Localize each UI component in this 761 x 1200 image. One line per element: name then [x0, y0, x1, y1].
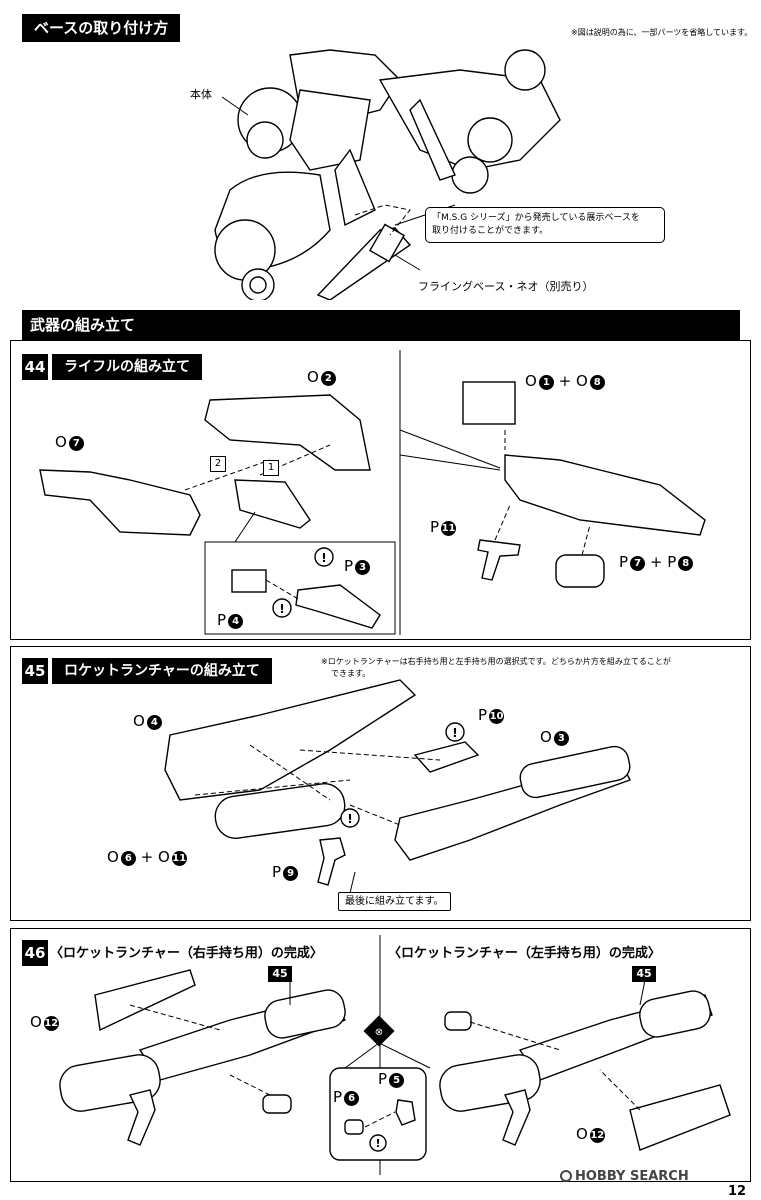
weapons-section-header: 武器の組み立て — [22, 310, 740, 340]
svg-text:!: ! — [347, 812, 352, 826]
part-tag-45-b: 45 — [632, 966, 656, 982]
svg-text:⊗: ⊗ — [375, 1027, 383, 1038]
step44-order-2: 2 — [210, 456, 226, 472]
step45-frame — [10, 646, 751, 921]
base-section-title: ベースの取り付け方 — [34, 19, 169, 37]
step46-number: 46 — [22, 940, 48, 966]
weapons-section-title: 武器の組み立て — [30, 316, 136, 334]
label-body: 本体 — [190, 88, 212, 101]
page-number: 12 — [728, 1184, 747, 1199]
base-illustration — [214, 49, 561, 300]
base-section-header: ベースの取り付け方 — [22, 14, 181, 42]
step46-frame — [10, 928, 751, 1182]
step44-title: ライフルの組み立て — [52, 354, 202, 380]
watermark-text: HOBBY SEARCH — [575, 1169, 689, 1184]
label-flying-base: フライングベース・ネオ（別売り） — [418, 280, 594, 293]
step45-note-line2: できます。 — [331, 669, 371, 678]
step45-note-line1: ※ロケットランチャーは右手持ち用と左手持ち用の選択式です。どちらか片方を組み立て… — [321, 657, 671, 666]
step45-number: 45 — [22, 658, 48, 684]
svg-text:!: ! — [321, 551, 326, 565]
base-callout-line2: 取り付けることができます。 — [432, 226, 549, 236]
step46-title-right: 〈ロケットランチャー（右手持ち用）の完成〉 — [50, 946, 323, 961]
step45-illustration: ! ! — [164, 679, 631, 894]
svg-text:!: ! — [375, 1137, 380, 1150]
svg-text:!: ! — [279, 602, 284, 616]
step46-title-left: 〈ロケットランチャー（左手持ち用）の完成〉 — [388, 946, 661, 961]
step45-callout: 最後に組み立てます。 — [338, 892, 451, 911]
watermark-icon — [560, 1170, 572, 1182]
base-callout-line1: 「M.S.G シリーズ」から発売している展示ベースを — [432, 213, 640, 223]
base-note: ※図は説明の為に、一部パーツを省略しています。 — [571, 28, 753, 37]
step44-order-1: 1 — [263, 460, 279, 476]
svg-text:!: ! — [452, 726, 457, 740]
step44-illustration: ! ! — [39, 350, 706, 635]
step44-frame — [10, 340, 751, 640]
step44-number: 44 — [22, 354, 48, 380]
watermark: HOBBY SEARCH — [560, 1169, 689, 1184]
step45-title: ロケットランチャーの組み立て — [52, 658, 272, 684]
step44-caution-marks: ! ! — [272, 547, 334, 618]
part-tag-45-a: 45 — [268, 966, 292, 982]
base-callout: 「M.S.G シリーズ」から発売している展示ベースを 取り付けることができます。 — [425, 207, 665, 243]
